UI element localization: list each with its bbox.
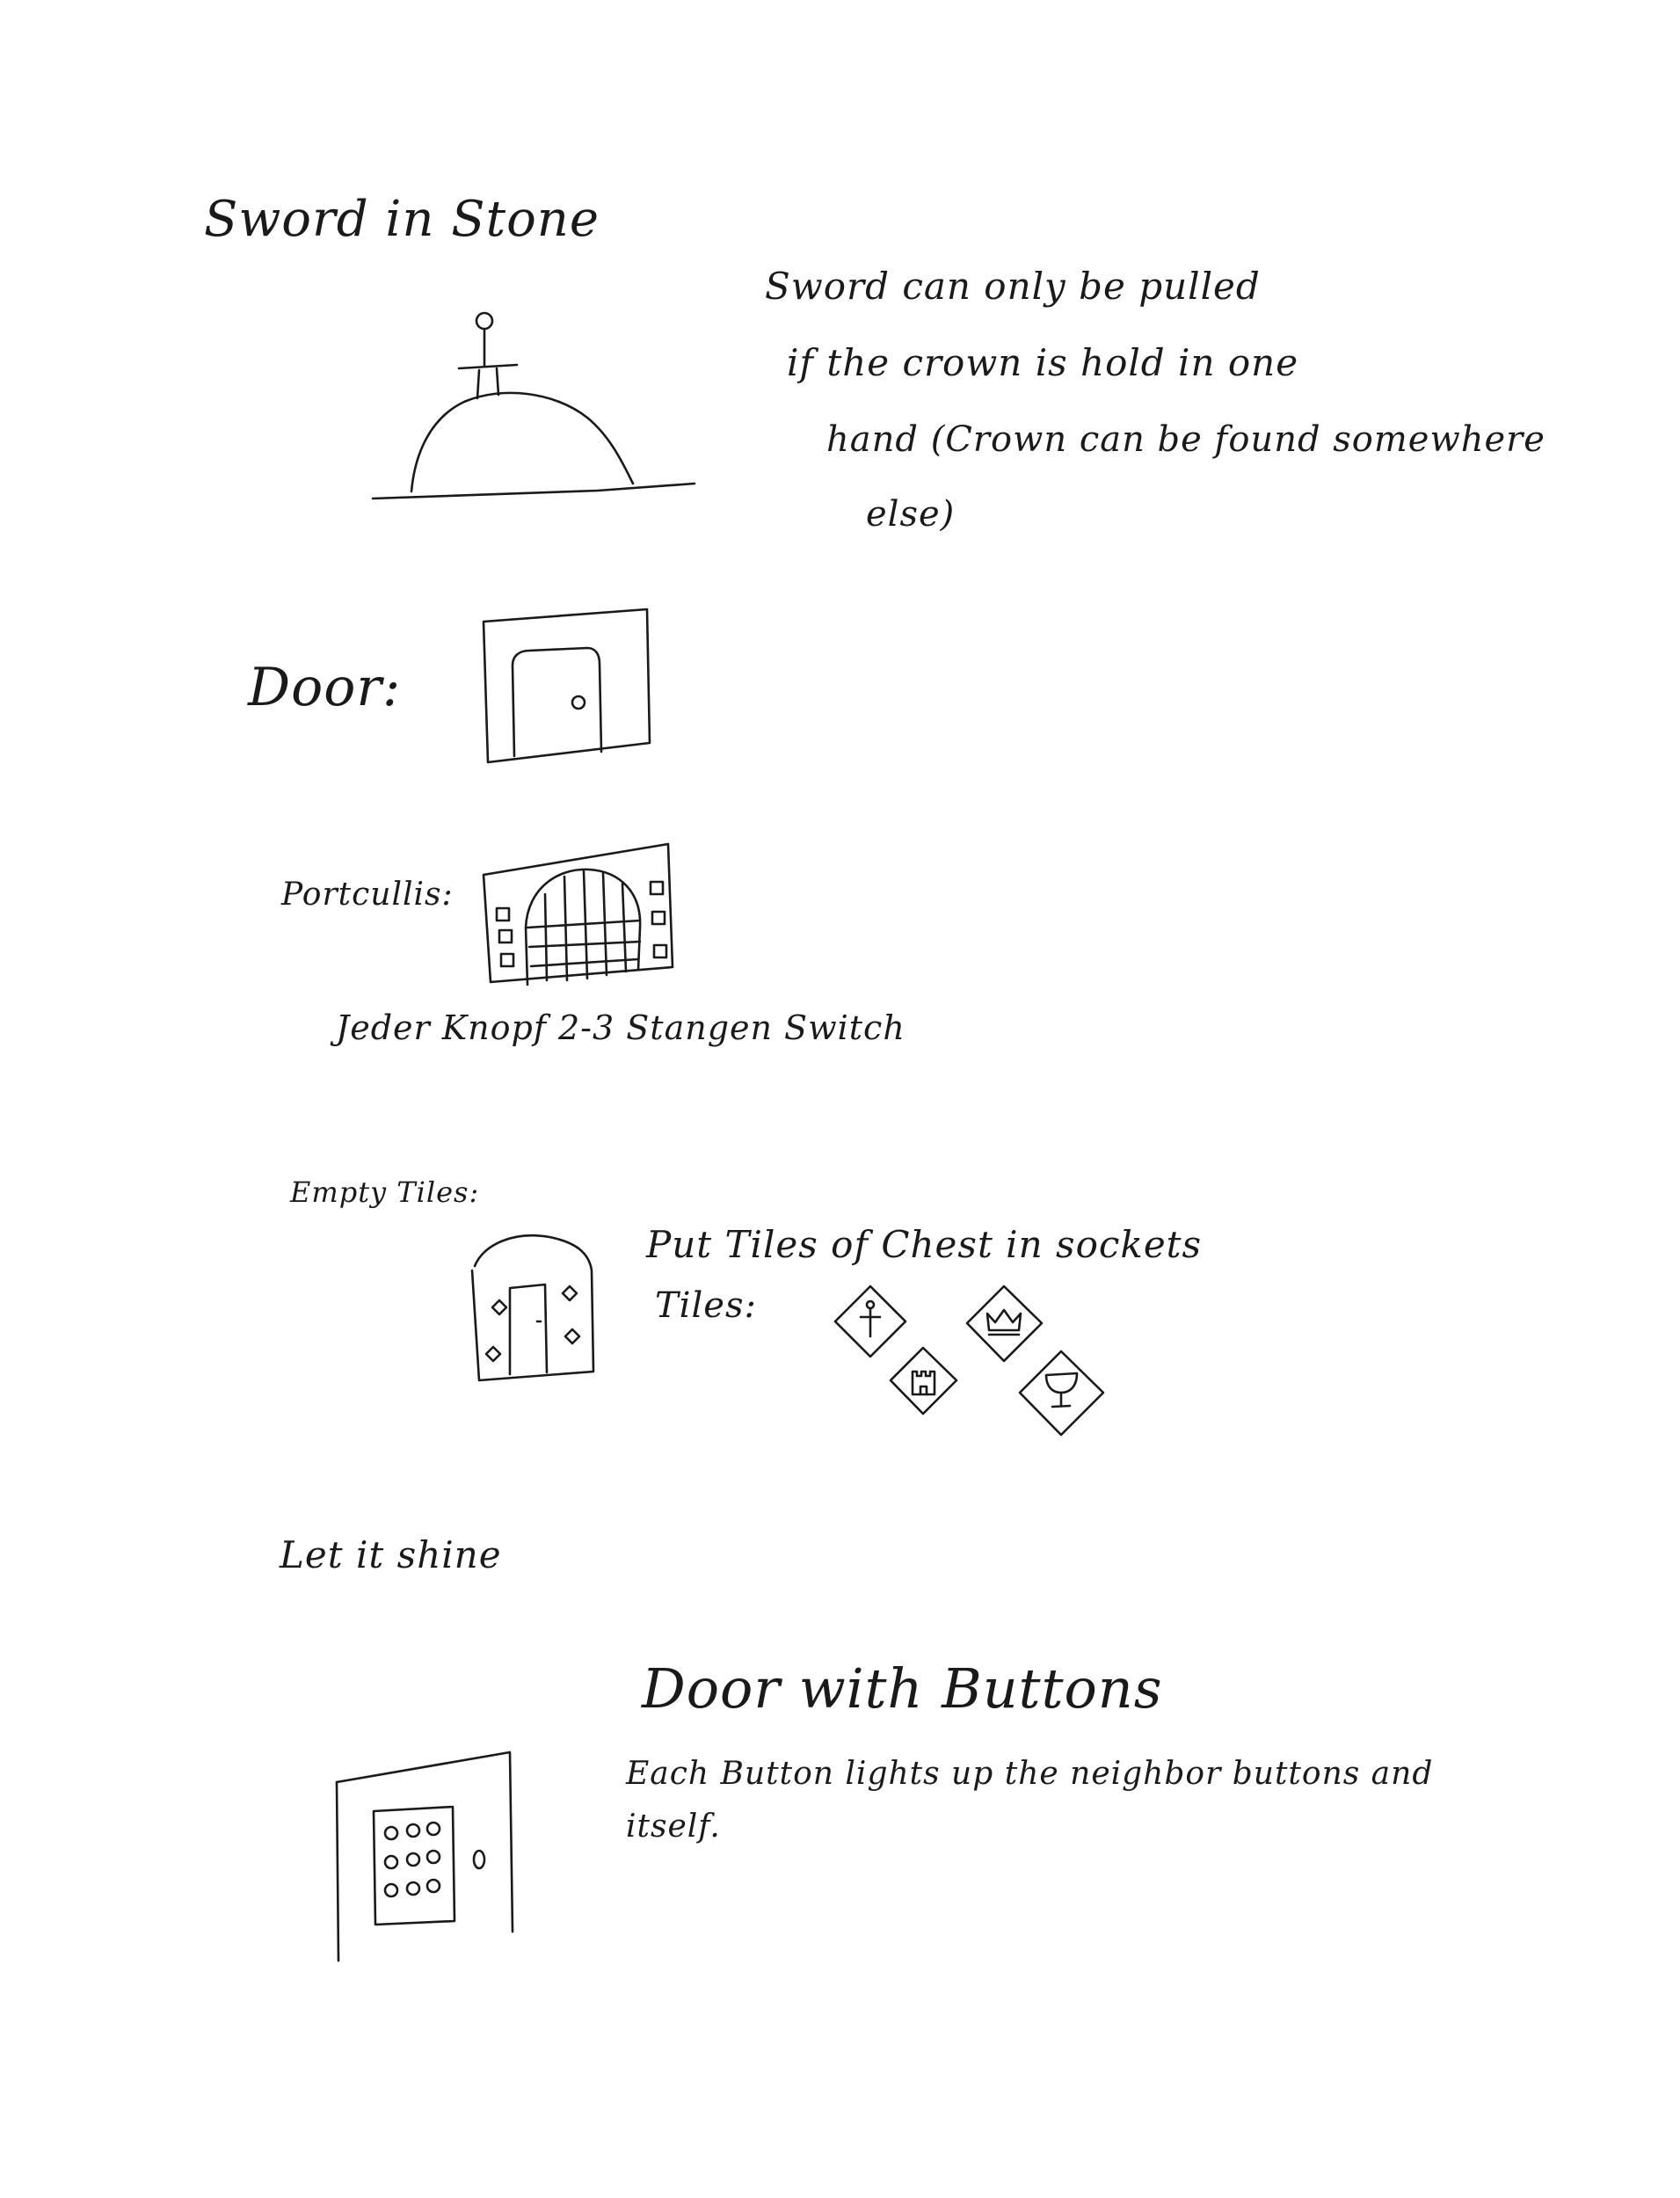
tiles-label: Tiles: xyxy=(655,1285,757,1326)
portcullis-title: Portcullis: xyxy=(281,877,454,913)
portcullis-note: Jeder Knopf 2-3 Stangen Switch xyxy=(336,1008,905,1047)
button-door-sketch-icon xyxy=(335,1750,514,1962)
castle-tile-icon xyxy=(889,1346,958,1416)
let-it-shine-title: Let it shine xyxy=(280,1533,502,1576)
portcullis-sketch-icon xyxy=(482,842,674,986)
goblet-tile-icon xyxy=(1018,1350,1105,1437)
door-buttons-note-line-2: itself. xyxy=(626,1809,721,1845)
door-sketch-icon xyxy=(482,608,651,764)
sword-in-stone-sketch-icon xyxy=(371,311,696,500)
empty-tile-door-sketch-icon xyxy=(470,1234,595,1382)
crown-tile-icon xyxy=(965,1285,1044,1363)
sword-note-line-1: Sword can only be pulled xyxy=(765,265,1261,308)
sword-note-line-2: if the crown is hold in one xyxy=(787,341,1299,384)
sword-in-stone-title: Sword in Stone xyxy=(204,191,600,248)
empty-tiles-title: Empty Tiles: xyxy=(290,1175,480,1209)
door-buttons-title: Door with Buttons xyxy=(642,1656,1163,1721)
door-title: Door: xyxy=(248,657,402,718)
sword-note-line-4: else) xyxy=(866,494,956,535)
sword-note-line-3: hand (Crown can be found somewhere xyxy=(826,419,1545,460)
door-buttons-note-line-1: Each Button lights up the neighbor butto… xyxy=(626,1756,1434,1792)
sword-tile-icon xyxy=(833,1285,907,1358)
empty-tiles-note: Put Tiles of Chest in sockets xyxy=(646,1223,1203,1266)
